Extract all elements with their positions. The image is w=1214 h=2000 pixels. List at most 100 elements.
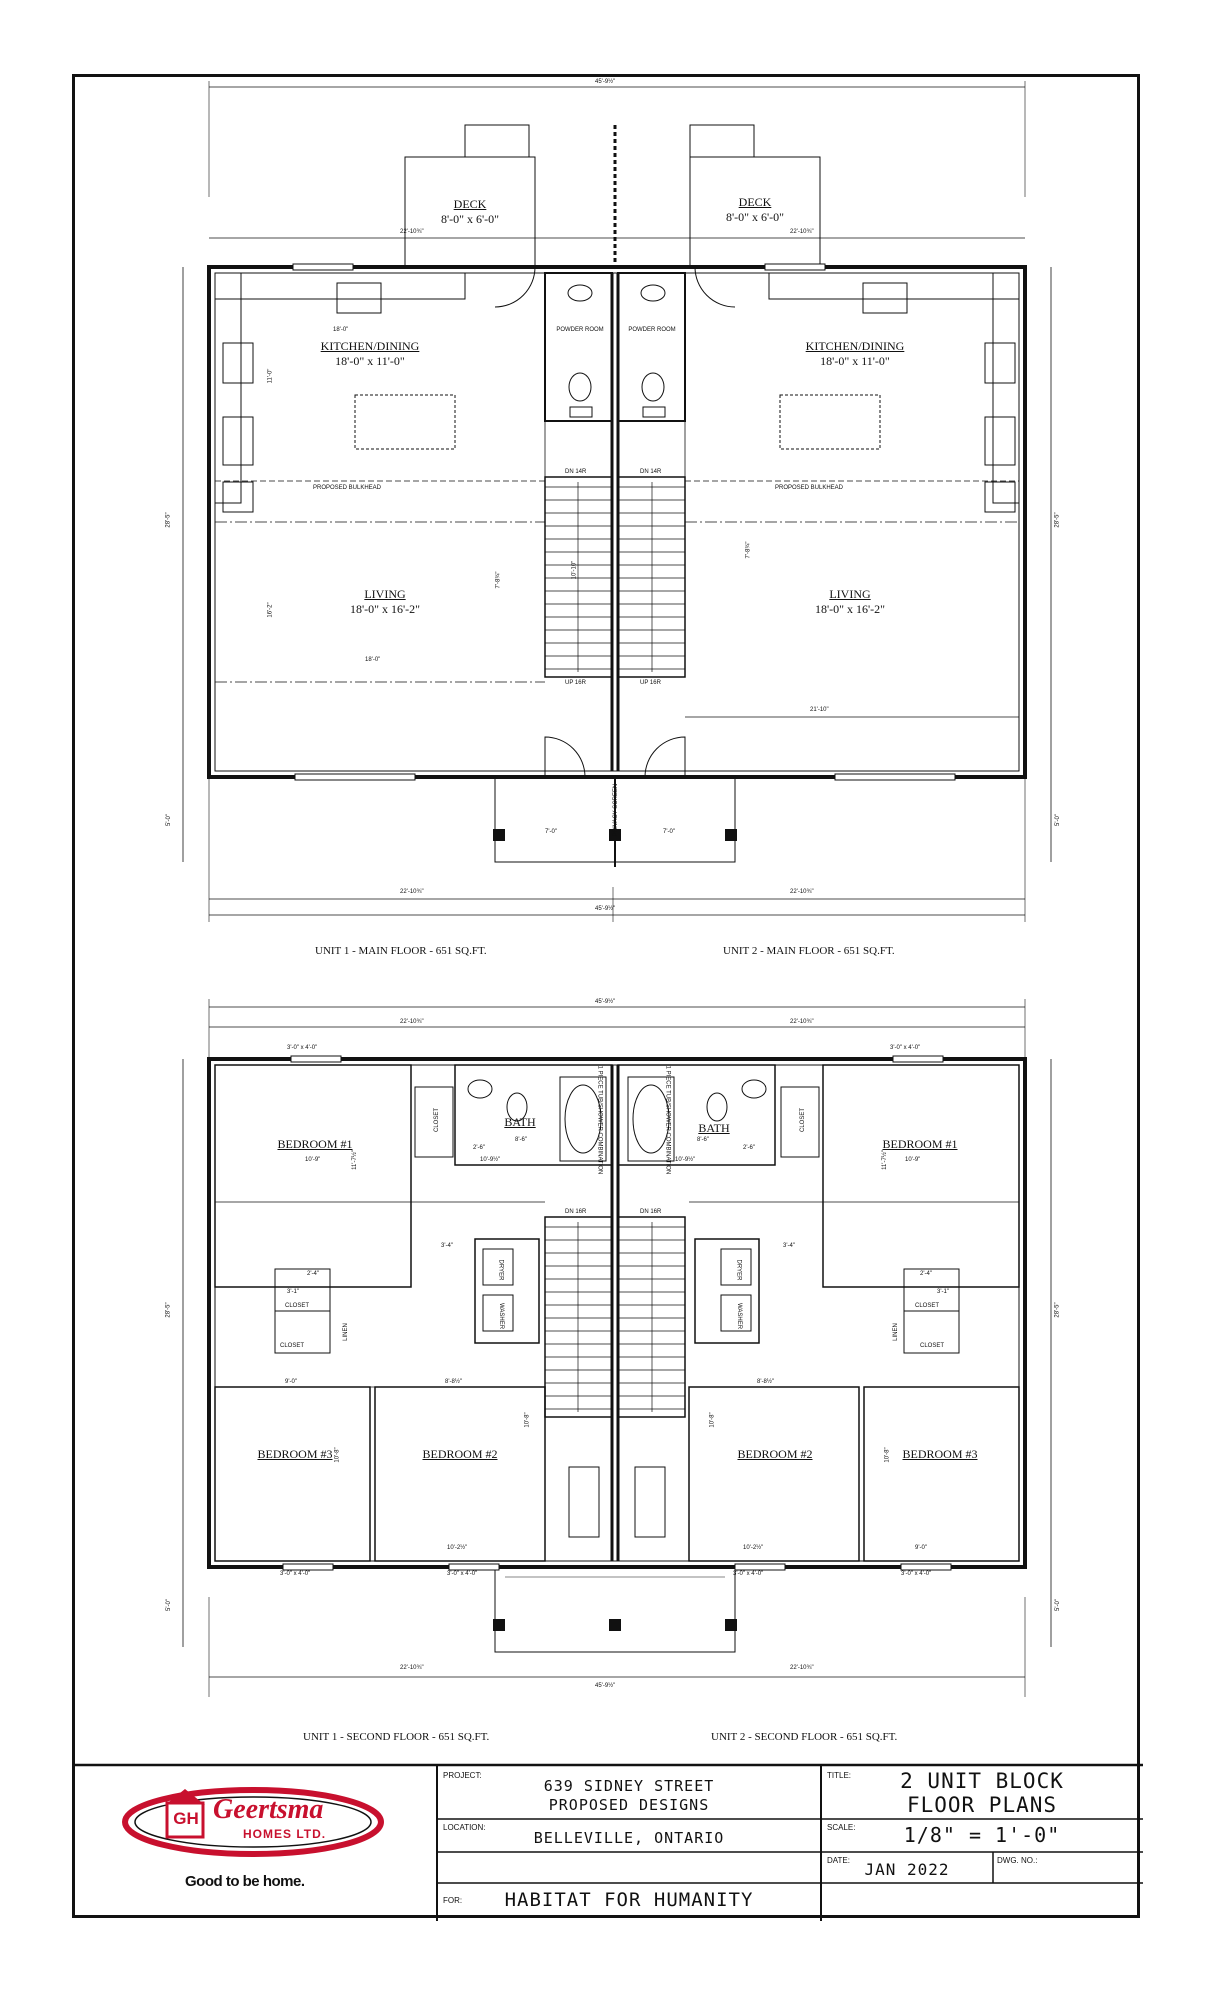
- dim-half-right: 22'-10¾": [790, 229, 814, 235]
- dim-d3-2: 2'-4": [920, 1271, 932, 1277]
- logo-tagline: Good to be home.: [185, 1873, 305, 1890]
- dim-b2-w-1: 8'-8½": [445, 1379, 462, 1385]
- stair-up-unit1: UP 16R: [565, 680, 586, 686]
- dim-d2-1: 3'-4": [441, 1243, 453, 1249]
- stair2-dn-unit1: DN 16R: [565, 1209, 587, 1215]
- closet-label-3: CLOSET: [285, 1303, 310, 1309]
- title-line2: FLOOR PLANS: [906, 1793, 1058, 1817]
- dwg-label: DWG. NO.:: [997, 1856, 1038, 1865]
- date-label: DATE:: [827, 1856, 850, 1865]
- kitchen-label-unit1: KITCHEN/DINING 18'-0" x 11'-0": [295, 339, 445, 369]
- kitchen-title: KITCHEN/DINING: [805, 339, 905, 353]
- project-line1: 639 SIDNEY STREET: [543, 1777, 715, 1795]
- dim-overall-top: 45'-9½": [595, 79, 616, 85]
- dim2-overall-top: 45'-9½": [595, 999, 616, 1005]
- for-label: FOR:: [443, 1896, 463, 1905]
- second-floor-plan: [182, 999, 1052, 1697]
- window-size-6: 3'-0" x 4'-0": [901, 1571, 932, 1577]
- closet-label-4: CLOSET: [280, 1343, 305, 1349]
- dim-living-w: 18'-0": [365, 657, 381, 663]
- dim-b3-w-2: 9'-0": [915, 1545, 927, 1551]
- powder-room-label-unit1: POWDER ROOM: [556, 327, 604, 333]
- dim-bottom-overall: 45'-9½": [595, 906, 616, 912]
- title-label: TITLE:: [827, 1771, 852, 1780]
- dim2-bottom-half-left: 22'-10¾": [400, 1665, 424, 1671]
- caption-unit2-main: UNIT 2 - MAIN FLOOR - 651 SQ.FT.: [723, 945, 895, 957]
- drawing-sheet: 45'-9½" 22'-10¾" 22'-10¾" 28'-5" 28'-5" …: [72, 74, 1143, 1921]
- deck-label-unit1: DECK 8'-0" x 6'-0": [430, 197, 510, 227]
- deck-size: 8'-0" x 6'-0": [725, 210, 785, 224]
- dim2-half-right: 22'-10¾": [790, 1019, 814, 1025]
- dim-d1-1: 2'-6": [473, 1145, 485, 1151]
- bulkhead-label-unit1: PROPOSED BULKHEAD: [313, 485, 382, 491]
- main-floor-plan: [182, 81, 1052, 922]
- dim-kitchen-w: 18'-0": [333, 327, 349, 333]
- caption-unit1-second: UNIT 1 - SECOND FLOOR - 651 SQ.FT.: [303, 1731, 490, 1743]
- logo-initials: GH: [173, 1809, 199, 1828]
- dim-porch-w-right: 7'-0": [663, 829, 675, 835]
- kitchen-title: KITCHEN/DINING: [320, 339, 420, 353]
- bedroom2-label-unit2: BEDROOM #2: [737, 1447, 813, 1461]
- powder-room-label-unit2: POWDER ROOM: [628, 327, 676, 333]
- dim-half-left: 22'-10¾": [400, 229, 424, 235]
- logo-subtitle: HOMES LTD.: [243, 1827, 327, 1841]
- living-size: 18'-0" x 16'-2": [814, 602, 886, 616]
- window-size-2: 3'-0" x 4'-0": [890, 1045, 921, 1051]
- scale-label: SCALE:: [827, 1823, 856, 1832]
- dim-b1-w-2: 10'-9": [905, 1157, 921, 1163]
- dim-bath-w-1: 8'-6": [515, 1137, 527, 1143]
- dim-bath-w-2: 8'-6": [697, 1137, 709, 1143]
- bedroom3-label-unit2: BEDROOM #3: [902, 1447, 978, 1461]
- dim-d3-1: 2'-4": [307, 1271, 319, 1277]
- closet-label-6: CLOSET: [920, 1343, 945, 1349]
- stair-dn-unit2: DN 14R: [640, 469, 662, 475]
- caption-unit1-main: UNIT 1 - MAIN FLOOR - 651 SQ.FT.: [315, 945, 487, 957]
- dim-porch-w-left: 7'-0": [545, 829, 557, 835]
- date-value: JAN 2022: [864, 1860, 950, 1879]
- project-line2: PROPOSED DESIGNS: [548, 1796, 710, 1814]
- dim-bottom-half-right: 22'-10¾": [790, 889, 814, 895]
- title-line1: 2 UNIT BLOCK: [900, 1769, 1064, 1793]
- dim2-half-left: 22'-10¾": [400, 1019, 424, 1025]
- window-size-1: 3'-0" x 4'-0": [287, 1045, 318, 1051]
- bath-label-unit2: BATH: [698, 1121, 730, 1135]
- dim-d1-2: 2'-6": [743, 1145, 755, 1151]
- living-title: LIVING: [364, 587, 406, 601]
- living-title: LIVING: [829, 587, 871, 601]
- dim-b1-w-1: 10'-9": [305, 1157, 321, 1163]
- kitchen-label-unit2: KITCHEN/DINING 18'-0" x 11'-0": [780, 339, 930, 369]
- living-label-unit1: LIVING 18'-0" x 16'-2": [315, 587, 455, 617]
- closet-label-5: CLOSET: [915, 1303, 940, 1309]
- window-size-4: 3'-0" x 4'-0": [447, 1571, 478, 1577]
- deck-title: DECK: [738, 195, 772, 209]
- for-value: HABITAT FOR HUMANITY: [504, 1889, 754, 1911]
- deck-size: 8'-0" x 6'-0": [440, 212, 500, 226]
- dim-b2-w2-2: 10'-2½": [743, 1545, 764, 1551]
- bedroom2-label-unit1: BEDROOM #2: [422, 1447, 498, 1461]
- dim-d2-2: 3'-4": [783, 1243, 795, 1249]
- bedroom1-label-unit2: BEDROOM #1: [882, 1137, 958, 1151]
- kitchen-size: 18'-0" x 11'-0": [335, 354, 405, 368]
- dim-hall-2: 10'-9½": [675, 1157, 696, 1163]
- logo-name: Geertsma: [213, 1794, 324, 1825]
- title-block-lines: [75, 1763, 1143, 1921]
- caption-unit2-second: UNIT 2 - SECOND FLOOR - 651 SQ.FT.: [711, 1731, 898, 1743]
- location-label: LOCATION:: [443, 1823, 486, 1832]
- dim-bottom-half-left: 22'-10¾": [400, 889, 424, 895]
- scale-value: 1/8" = 1'-0": [903, 1823, 1061, 1847]
- living-size: 18'-0" x 16'-2": [349, 602, 421, 616]
- dim-b2-w2-1: 10'-2½": [447, 1545, 468, 1551]
- dim-b3-w-1: 9'-0": [285, 1379, 297, 1385]
- location-value: BELLEVILLE, ONTARIO: [533, 1829, 725, 1847]
- stair-up-unit2: UP 16R: [640, 680, 661, 686]
- bedroom3-label-unit1: BEDROOM #3: [257, 1447, 333, 1461]
- living-label-unit2: LIVING 18'-0" x 16'-2": [780, 587, 920, 617]
- project-label: PROJECT:: [443, 1771, 482, 1780]
- stair-dn-unit1: DN 14R: [565, 469, 587, 475]
- dim2-bottom-half-right: 22'-10¾": [790, 1665, 814, 1671]
- bath-label-unit1: BATH: [504, 1115, 536, 1129]
- window-size-5: 3'-0" x 4'-0": [733, 1571, 764, 1577]
- dim-b2-w-2: 8'-8½": [757, 1379, 774, 1385]
- bulkhead-label-unit2: PROPOSED BULKHEAD: [775, 485, 844, 491]
- dim-u2-w: 21'-10": [810, 707, 829, 713]
